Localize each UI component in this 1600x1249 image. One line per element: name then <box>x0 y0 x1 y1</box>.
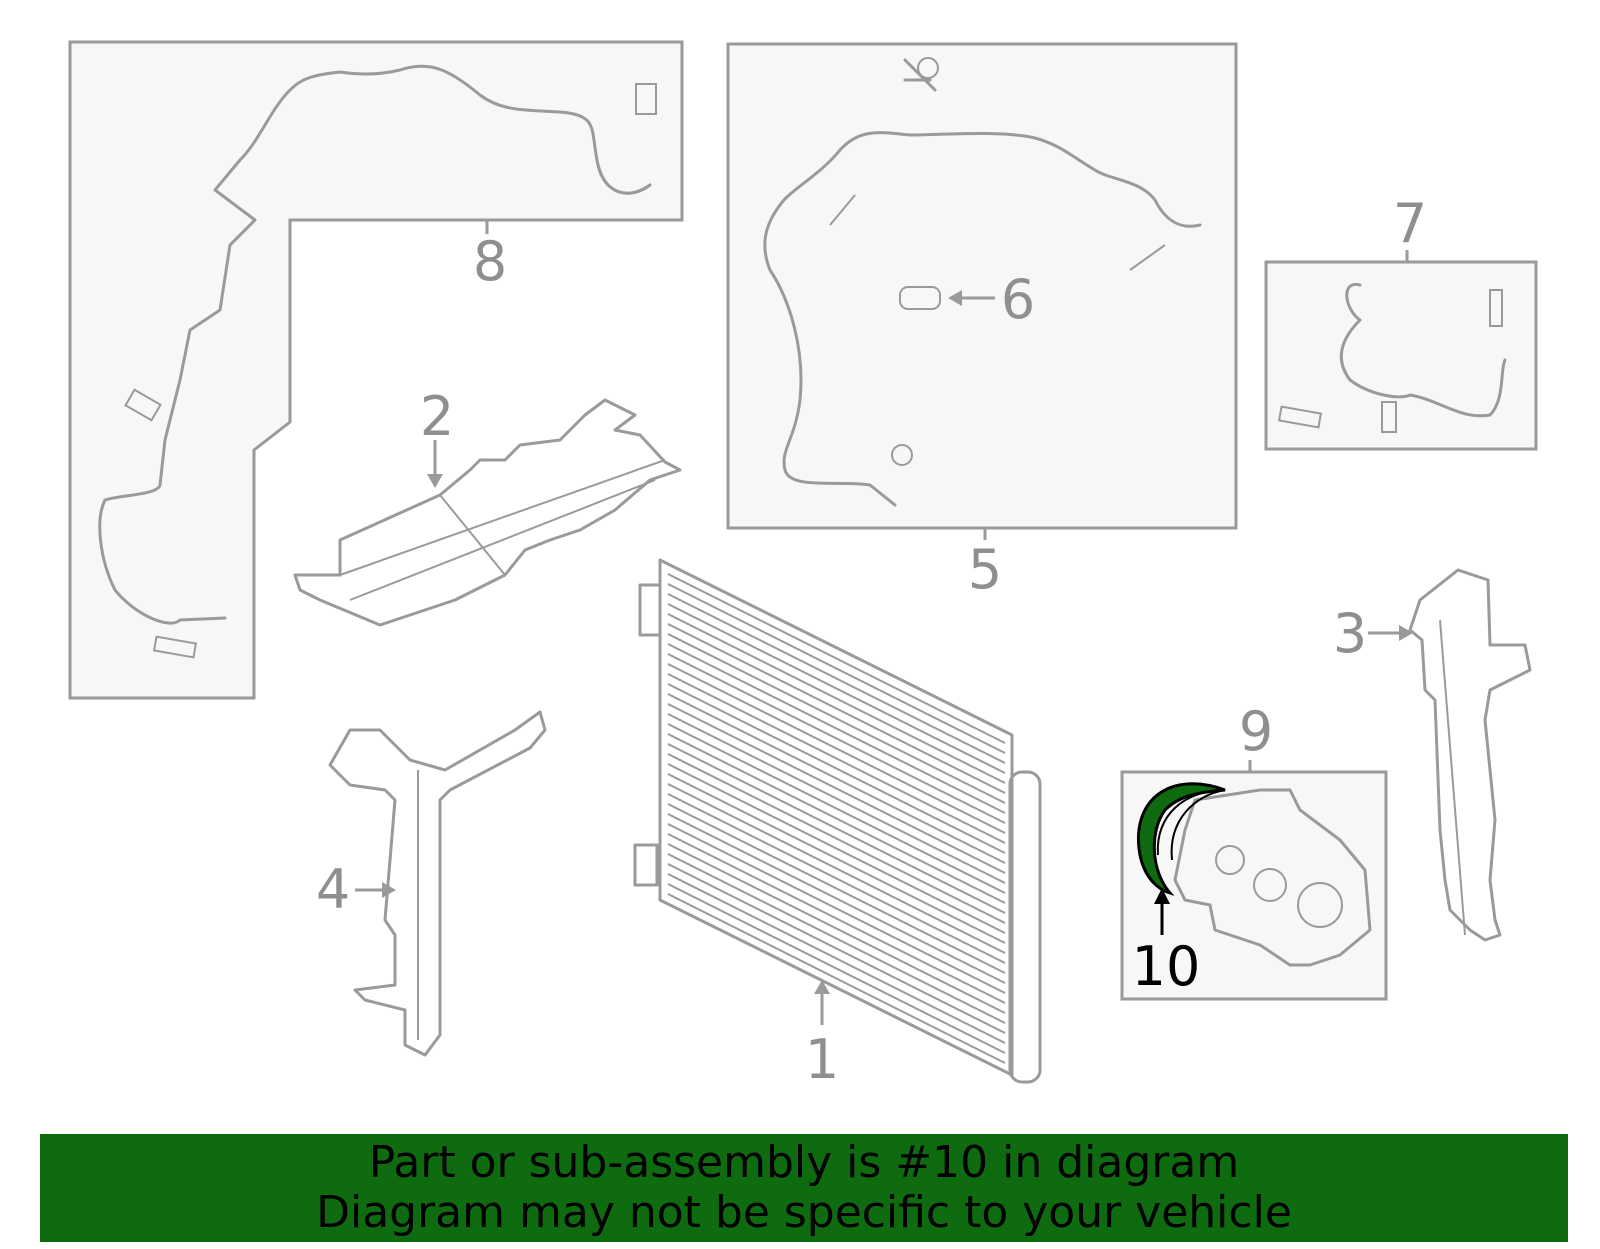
banner-line-1: Part or sub-assembly is #10 in diagram <box>368 1137 1240 1188</box>
condenser-fins <box>667 573 1006 1064</box>
condenser-fin <box>667 783 1006 954</box>
callout-4: 4 <box>316 858 350 921</box>
condenser-fin <box>667 573 1006 744</box>
condenser-fin <box>667 623 1006 794</box>
callout-5: 5 <box>968 538 1002 601</box>
condenser-fin <box>667 893 1006 1064</box>
condenser-fin <box>667 713 1006 884</box>
condenser-fin <box>667 673 1006 844</box>
callout-8: 8 <box>473 230 507 293</box>
condenser-fin <box>667 813 1006 984</box>
part-6-leader <box>948 290 995 306</box>
condenser-fin <box>667 743 1006 914</box>
condenser-fin <box>667 603 1006 774</box>
condenser-fin <box>667 693 1006 864</box>
part-8-hose-group <box>68 40 684 700</box>
condenser-fin <box>667 613 1006 784</box>
condenser-fin <box>667 753 1006 924</box>
condenser-fin <box>667 683 1006 854</box>
condenser-fin <box>667 863 1006 1034</box>
banner-line-2: Diagram may not be specific to your vehi… <box>316 1187 1292 1238</box>
part-4-bracket <box>328 710 547 1057</box>
condenser-fin <box>667 593 1006 764</box>
condenser-fin <box>667 733 1006 904</box>
condenser-fin <box>667 793 1006 964</box>
condenser-fin <box>667 763 1006 934</box>
info-banner: Part or sub-assembly is #10 in diagram D… <box>40 1134 1568 1242</box>
condenser-fin <box>667 643 1006 814</box>
condenser-fin <box>667 653 1006 824</box>
part-1-condenser <box>633 558 1042 1084</box>
condenser-fin <box>667 853 1006 1024</box>
part-10-clutch <box>1137 782 1226 935</box>
condenser-fin <box>667 883 1006 1054</box>
callout-2: 2 <box>420 385 454 448</box>
callout-3: 3 <box>1333 602 1367 665</box>
condenser-fin <box>667 873 1006 1044</box>
condenser-fin <box>667 773 1006 944</box>
callout-7: 7 <box>1393 192 1427 255</box>
condenser-fin <box>667 723 1006 894</box>
condenser-fin <box>667 633 1006 804</box>
part-3-bracket <box>1368 568 1532 942</box>
condenser-fin <box>667 583 1006 754</box>
condenser-fin <box>667 803 1006 974</box>
callout-6: 6 <box>1001 268 1035 331</box>
condenser-fin <box>667 833 1006 1004</box>
callout-10: 10 <box>1132 935 1201 998</box>
condenser-fin <box>667 703 1006 874</box>
condenser-fin <box>667 843 1006 1014</box>
callout-9: 9 <box>1239 700 1273 763</box>
part-7-hose-group <box>1264 250 1538 451</box>
condenser-fin <box>667 663 1006 834</box>
condenser-fin <box>667 823 1006 994</box>
part-5-hose-group <box>726 42 1238 540</box>
part-2-shield <box>293 398 682 627</box>
callout-1: 1 <box>805 1028 839 1091</box>
